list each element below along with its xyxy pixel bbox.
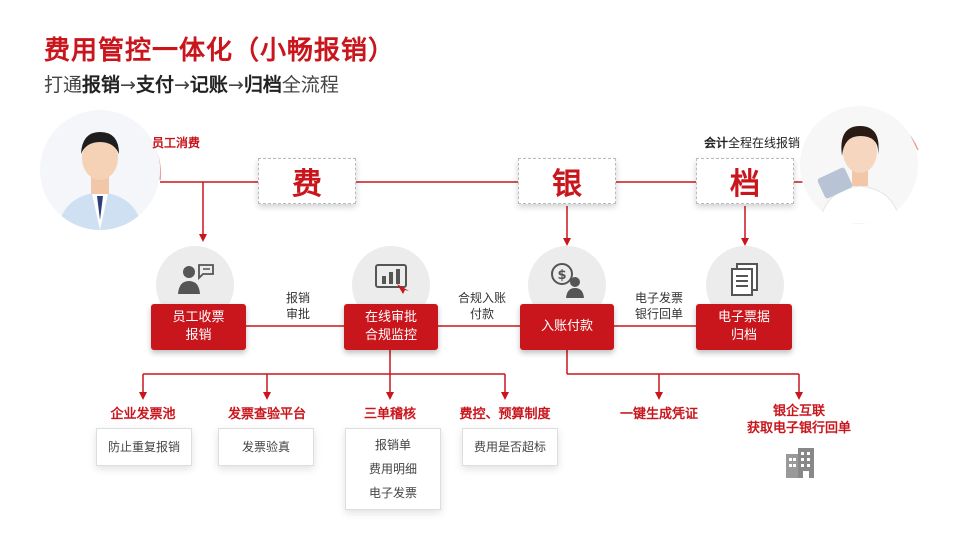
step-box-line: 在线审批 [364, 310, 417, 325]
flow-label-line: 审批 [285, 307, 310, 321]
document-icon [731, 263, 758, 296]
subtitle-text: 全流程 [281, 74, 339, 96]
stage-box-archive: 档 [696, 158, 794, 204]
flow-label-line: 付款 [469, 307, 494, 321]
page-subtitle: 打通报销→支付→记账→归档全流程 [44, 70, 339, 97]
subtitle-step: 记账 [189, 74, 228, 96]
employee-spend-label: 员工消费 [152, 136, 201, 150]
step-box-1: 员工收票 报销 [151, 304, 246, 350]
arrow-glyph: → [120, 74, 136, 96]
step-box-2: 在线审批 合规监控 [344, 304, 438, 350]
step-box-4: 电子票据 归档 [696, 304, 792, 350]
step-box-line: 入账付款 [540, 319, 593, 334]
step-box-line: 归档 [730, 328, 757, 343]
detail-box-2: 发票验真 [218, 428, 314, 466]
category-line: 银企互联 [772, 404, 825, 419]
flow-label-approval: 报销 审批 [276, 290, 320, 322]
accountant-avatar [800, 106, 918, 224]
subtitle-step: 支付 [135, 74, 174, 96]
detail-item: 费用明细 [368, 462, 417, 476]
detail-item: 费用是否超标 [473, 440, 546, 454]
person-receipt-icon [178, 264, 214, 294]
category-line: 获取电子银行回单 [746, 421, 851, 436]
category-bank-link: 银企互联 获取电子银行回单 [732, 403, 866, 437]
category-invoice-check: 发票查验平台 [227, 407, 306, 422]
arrow-glyph: → [227, 74, 244, 96]
step-box-3: 入账付款 [520, 304, 614, 350]
subtitle-step: 报销 [82, 74, 121, 96]
detail-box-1: 防止重复报销 [96, 428, 192, 466]
subtitle-step: 归档 [243, 74, 282, 96]
flow-label-payment: 合规入账 付款 [452, 290, 512, 322]
detail-item: 发票验真 [241, 440, 290, 454]
detail-box-3: 报销单 费用明细 电子发票 [345, 428, 441, 510]
money-person-icon: $ [551, 263, 584, 298]
flow-label-line: 报销 [285, 291, 310, 305]
subtitle-text: 打通 [44, 74, 83, 96]
detail-item: 防止重复报销 [107, 440, 180, 454]
accountant-label-rest: 全程在线报销 [728, 136, 801, 150]
flow-label-line: 电子发票 [634, 291, 683, 305]
detail-box-4: 费用是否超标 [462, 428, 558, 466]
category-three-audit: 三单稽核 [363, 407, 416, 422]
step-box-line: 合规监控 [364, 328, 417, 343]
chart-monitor-icon [375, 264, 409, 294]
step-box-line: 电子票据 [717, 310, 770, 325]
page-title: 费用管控一体化（小畅报销） [44, 36, 396, 66]
step-box-line: 员工收票 [172, 310, 225, 325]
category-budget: 费控、预算制度 [459, 407, 551, 422]
building-icon [784, 448, 816, 482]
accountant-label: 会计全程在线报销 [704, 134, 800, 151]
arrow-glyph: → [173, 74, 190, 96]
flow-label-line: 银行回单 [634, 307, 683, 321]
category-invoice-pool: 企业发票池 [110, 407, 176, 422]
flow-label-einvoice: 电子发票 银行回单 [628, 290, 690, 322]
category-voucher: 一键生成凭证 [619, 407, 698, 422]
accountant-label-bold: 会计 [704, 136, 729, 150]
flow-label-line: 合规入账 [457, 291, 506, 305]
step-box-line: 报销 [185, 328, 212, 343]
employee-avatar [40, 110, 160, 230]
svg-text:$: $ [557, 268, 566, 283]
stage-box-fee: 费 [258, 158, 356, 204]
detail-item: 报销单 [374, 438, 411, 452]
detail-item: 电子发票 [368, 486, 417, 500]
stage-box-bank: 银 [518, 158, 616, 204]
